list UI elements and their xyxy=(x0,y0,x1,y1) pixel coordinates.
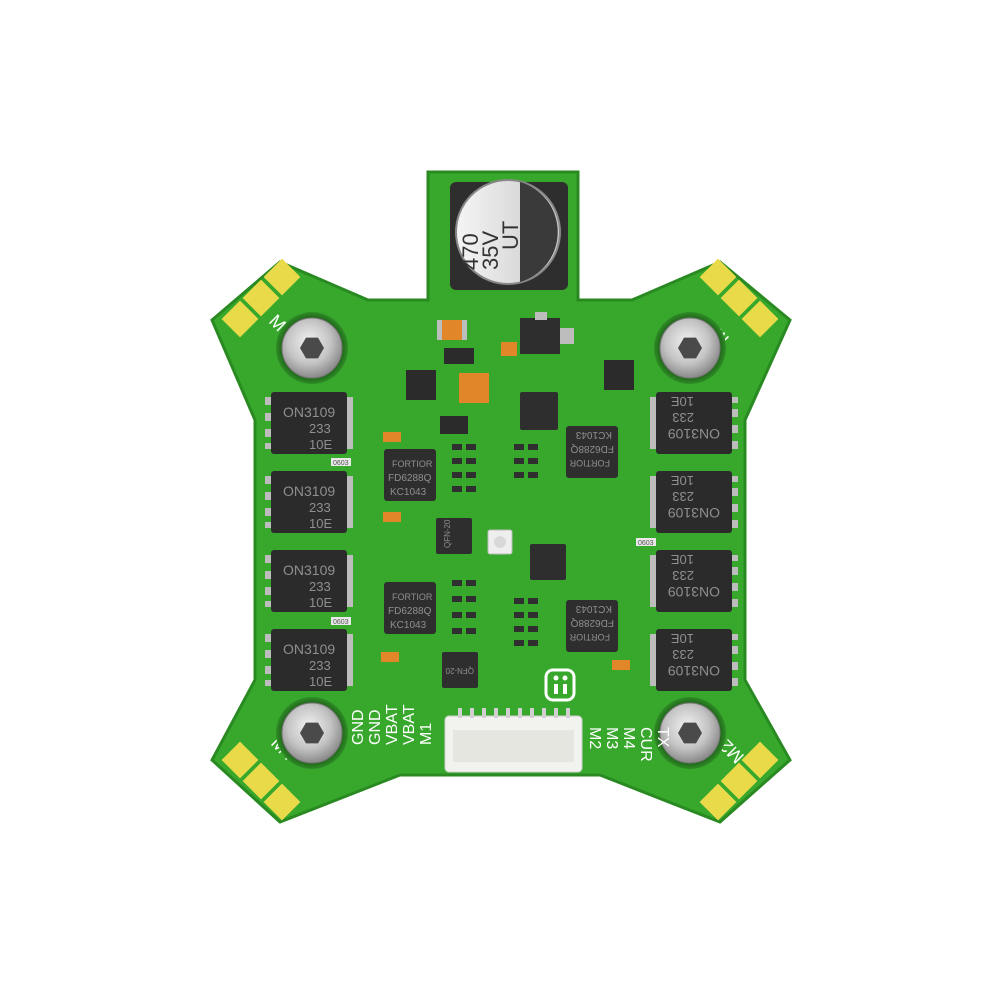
mosfet-marking: ON3109 xyxy=(668,584,720,600)
diodes xyxy=(406,348,634,434)
signal-connector xyxy=(444,708,583,773)
mosfet-marking: ON3109 xyxy=(283,404,335,420)
mcu-chip-2: QFN-20 xyxy=(442,652,478,688)
driver-code: KC1043 xyxy=(390,487,427,498)
capacitor-voltage: 35V xyxy=(478,231,503,270)
mcu-chip-3 xyxy=(520,392,558,430)
pin-label: VBAT xyxy=(401,704,418,745)
mosfet-marking: 10E xyxy=(309,437,332,452)
mcu-chip-1: QFN-20 xyxy=(436,518,472,554)
driver-part: FD6288Q xyxy=(388,473,432,484)
mosfet-marking: ON3109 xyxy=(668,505,720,521)
mosfet-left-4: ON3109 233 10E xyxy=(265,629,353,691)
pcb-board xyxy=(210,170,792,824)
mcu-chip-4 xyxy=(530,544,566,580)
voltage-regulator xyxy=(520,312,574,354)
driver-brand: FORTIOR xyxy=(392,592,433,602)
driver-code: KC1043 xyxy=(575,603,612,614)
mosfet-marking: ON3109 xyxy=(668,663,720,679)
mosfet-marking: 233 xyxy=(309,500,331,515)
pin-label: VBAT xyxy=(384,704,401,745)
mosfet-marking: 10E xyxy=(309,595,332,610)
driver-part: FD6288Q xyxy=(570,617,614,628)
qfn-label: QFN-20 xyxy=(443,519,452,548)
gate-driver-ic-3: FORTIOR FD6288Q KC1043 xyxy=(384,582,436,634)
pin-label: M4 xyxy=(620,727,637,749)
driver-brand: FORTIOR xyxy=(569,458,610,468)
smd-capacitors xyxy=(381,320,630,670)
mosfet-marking: 10E xyxy=(671,473,694,488)
marker-0603-right: 0603 xyxy=(636,538,656,547)
gate-driver-ic-4: FORTIOR FD6288Q KC1043 xyxy=(566,600,618,652)
mosfet-marking: 233 xyxy=(672,647,694,662)
driver-brand: FORTIOR xyxy=(392,459,433,469)
mosfet-marking: 233 xyxy=(309,658,331,673)
driver-part: FD6288Q xyxy=(388,606,432,617)
mosfet-marking: 233 xyxy=(309,421,331,436)
mosfet-marking: 10E xyxy=(671,394,694,409)
mosfet-left-2: ON3109 233 10E xyxy=(265,471,353,533)
marker-0603-left: 0603 xyxy=(331,458,351,467)
mosfet-marking: 10E xyxy=(309,516,332,531)
passive-array-right xyxy=(514,444,538,646)
mosfet-marking: 10E xyxy=(671,552,694,567)
motor-pads-top-left xyxy=(221,258,301,338)
motor-pads-top-right xyxy=(699,258,779,338)
motor-pads-bottom-right xyxy=(699,741,779,821)
driver-code: KC1043 xyxy=(390,620,427,631)
pin-label: CUR xyxy=(637,727,654,762)
mosfet-marking: ON3109 xyxy=(668,426,720,442)
iflight-logo-icon xyxy=(544,668,576,702)
gate-driver-ic-1: FORTIOR FD6288Q KC1043 xyxy=(384,449,436,501)
pin-label: GND xyxy=(367,709,384,745)
capacitor-series: UT xyxy=(498,221,523,250)
mosfet-right-2: ON3109 233 10E xyxy=(650,471,738,533)
marker-0603-left-2: 0603 xyxy=(331,617,351,626)
mosfet-left-3: ON3109 233 10E xyxy=(265,550,353,612)
mosfet-marking: 233 xyxy=(309,579,331,594)
mosfet-marking: 10E xyxy=(671,631,694,646)
mosfet-marking: ON3109 xyxy=(283,483,335,499)
pin-labels-right: M2 M3 M4 CUR TX xyxy=(586,727,671,762)
driver-code: KC1043 xyxy=(575,429,612,440)
pin-label: GND xyxy=(350,709,367,745)
pin-label: M2 xyxy=(586,727,603,749)
marker-text: 0603 xyxy=(638,540,654,547)
mosfet-marking: 233 xyxy=(672,489,694,504)
hex-screw-top-right xyxy=(653,311,727,385)
mosfet-marking: ON3109 xyxy=(283,562,335,578)
mosfet-marking: 10E xyxy=(309,674,332,689)
passive-array-left xyxy=(452,444,476,634)
mosfet-marking: ON3109 xyxy=(283,641,335,657)
mosfet-marking: 233 xyxy=(672,568,694,583)
driver-part: FD6288Q xyxy=(570,443,614,454)
mosfet-left-1: ON3109 233 10E xyxy=(265,392,353,454)
gate-driver-ic-2: FORTIOR FD6288Q KC1043 xyxy=(566,426,618,478)
marker-text: 0603 xyxy=(333,619,349,626)
pin-labels-left: GND GND VBAT VBAT M1 xyxy=(350,704,435,745)
marker-text: 0603 xyxy=(333,460,349,467)
driver-brand: FORTIOR xyxy=(569,632,610,642)
electrolytic-capacitor: 470 35V UT xyxy=(450,179,568,290)
mosfet-marking: 233 xyxy=(672,410,694,425)
qfn-label: QFN-20 xyxy=(445,666,474,675)
pin-label: M3 xyxy=(603,727,620,749)
motor-pads-bottom-left xyxy=(221,741,301,821)
pin-label: TX xyxy=(654,727,671,748)
mosfet-right-3: ON3109 233 10E xyxy=(650,550,738,612)
mosfet-right-1: ON3109 233 10E xyxy=(650,392,738,454)
hex-screw-bottom-left xyxy=(275,696,349,770)
capacitor-value: 470 xyxy=(458,233,483,270)
hex-screw-top-left xyxy=(275,311,349,385)
pin-label: M1 xyxy=(418,723,435,745)
mosfet-right-4: ON3109 233 10E xyxy=(650,629,738,691)
